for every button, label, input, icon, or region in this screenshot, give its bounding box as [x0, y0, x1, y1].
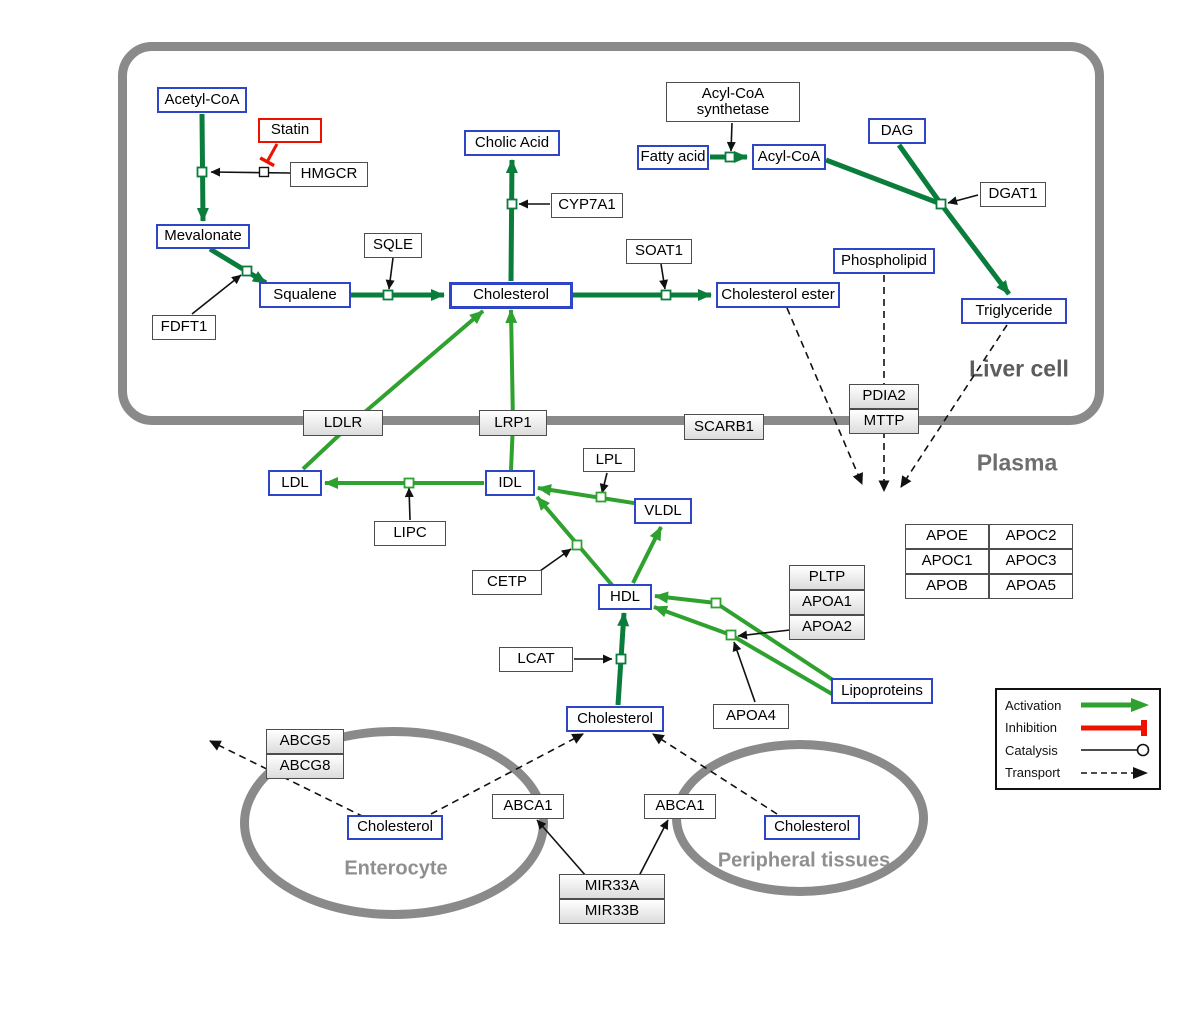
reaction-anchor — [595, 491, 607, 503]
node-apoc3[interactable]: APOC3 — [989, 548, 1073, 574]
liver-cell-label: Liver cell — [969, 355, 1069, 382]
edge-vldl-to-idl — [537, 484, 641, 506]
enterocyte-label: Enterocyte — [344, 857, 448, 880]
node-dgat1[interactable]: DGAT1 — [980, 181, 1046, 207]
node-abcg5[interactable]: ABCG5 — [266, 728, 344, 754]
edge-cholesterol-to-hdl — [615, 612, 630, 706]
legend-item-transport: Transport — [1005, 764, 1151, 782]
node-acyl-coa-synthetase[interactable]: Acyl-CoA synthetase — [666, 82, 800, 122]
legend-item-activation: Activation — [1005, 696, 1151, 714]
reaction-anchor — [615, 653, 627, 665]
reaction-anchor — [710, 597, 722, 609]
node-abca1-peripheral[interactable]: ABCA1 — [644, 793, 716, 819]
edge-lipc-catalysis — [404, 487, 414, 521]
node-soat1[interactable]: SOAT1 — [626, 238, 692, 264]
node-apoc2[interactable]: APOC2 — [989, 523, 1073, 549]
node-apob[interactable]: APOB — [905, 573, 989, 599]
node-apoa5[interactable]: APOA5 — [989, 573, 1073, 599]
node-apoa2[interactable]: APOA2 — [789, 614, 865, 640]
node-cetp[interactable]: CETP — [472, 569, 542, 595]
node-pdia2[interactable]: PDIA2 — [849, 383, 919, 409]
peripheral-tissues-label: Peripheral tissues — [717, 849, 891, 872]
node-dag[interactable]: DAG — [868, 118, 926, 144]
node-fatty-acid[interactable]: Fatty acid — [637, 144, 709, 170]
node-lipoproteins[interactable]: Lipoproteins — [831, 678, 933, 704]
liver-cell-compartment — [118, 42, 1104, 425]
activation-arrow-icon — [1081, 698, 1149, 713]
node-idl[interactable]: IDL — [485, 470, 535, 496]
reaction-anchor — [725, 629, 737, 641]
node-cholesterol-enterocyte[interactable]: Cholesterol — [347, 814, 443, 840]
node-cholesterol-peripheral[interactable]: Cholesterol — [764, 814, 860, 840]
node-lrp1[interactable]: LRP1 — [479, 410, 547, 436]
legend-transport-label: Transport — [1005, 765, 1061, 781]
edge-cetp-catalysis — [539, 548, 572, 572]
node-apoc1[interactable]: APOC1 — [905, 548, 989, 574]
edge-apoa-stack-catalysis — [737, 629, 791, 640]
node-abca1-enterocyte[interactable]: ABCA1 — [492, 793, 564, 819]
node-cholesterol-plasma[interactable]: Cholesterol — [566, 706, 664, 732]
node-acyl-coa[interactable]: Acyl-CoA — [752, 144, 826, 170]
legend-item-catalysis: Catalysis — [1005, 741, 1151, 759]
edge-hdl-to-idl — [535, 495, 614, 587]
legend-inhibition-label: Inhibition — [1005, 720, 1058, 736]
node-lpl[interactable]: LPL — [583, 448, 635, 472]
node-ldlr[interactable]: LDLR — [303, 410, 383, 436]
transport-dashed-arrow-icon — [1081, 766, 1148, 779]
legend-activation-label: Activation — [1005, 697, 1062, 713]
reaction-anchor — [571, 539, 583, 551]
node-squalene[interactable]: Squalene — [259, 282, 351, 308]
node-sqle[interactable]: SQLE — [364, 232, 422, 258]
node-abcg8[interactable]: ABCG8 — [266, 753, 344, 779]
catalysis-line-icon — [1081, 743, 1150, 757]
legend-item-inhibition: Inhibition — [1005, 719, 1151, 737]
edge-apoa4-catalysis — [732, 641, 756, 703]
node-lcat[interactable]: LCAT — [499, 646, 573, 672]
node-cyp7a1[interactable]: CYP7A1 — [551, 192, 623, 218]
node-apoe[interactable]: APOE — [905, 523, 989, 549]
reaction-anchor — [403, 477, 415, 489]
node-vldl[interactable]: VLDL — [634, 498, 692, 524]
inhibition-tbar-icon — [1081, 719, 1147, 736]
node-fdft1[interactable]: FDFT1 — [152, 314, 216, 340]
edge-mir33-to-abca1-right — [638, 819, 669, 877]
node-phospholipid[interactable]: Phospholipid — [833, 248, 935, 274]
node-scarb1[interactable]: SCARB1 — [684, 414, 764, 440]
node-ldl[interactable]: LDL — [268, 470, 322, 496]
node-lipc[interactable]: LIPC — [374, 520, 446, 546]
node-pltp[interactable]: PLTP — [789, 564, 865, 590]
node-mevalonate[interactable]: Mevalonate — [156, 223, 250, 249]
node-mir33a[interactable]: MIR33A — [559, 873, 665, 899]
plasma-label: Plasma — [976, 449, 1058, 476]
legend: Activation Inhibition Catalysis Transpor… — [995, 688, 1161, 790]
edge-hdl-to-vldl — [631, 526, 663, 584]
node-hdl[interactable]: HDL — [598, 584, 652, 610]
node-mttp[interactable]: MTTP — [849, 408, 919, 434]
node-cholic-acid[interactable]: Cholic Acid — [464, 130, 560, 156]
node-mir33b[interactable]: MIR33B — [559, 898, 665, 924]
edge-lpl-catalysis — [599, 472, 609, 494]
legend-catalysis-label: Catalysis — [1005, 742, 1058, 758]
node-acetyl-coa[interactable]: Acetyl-CoA — [157, 87, 247, 113]
node-apoa4[interactable]: APOA4 — [713, 703, 789, 729]
node-cholesterol-ester[interactable]: Cholesterol ester — [716, 282, 840, 308]
node-statin[interactable]: Statin — [258, 117, 322, 143]
node-apoa1[interactable]: APOA1 — [789, 589, 865, 615]
node-cholesterol-liver[interactable]: Cholesterol — [449, 281, 573, 309]
node-hmgcr[interactable]: HMGCR — [290, 161, 368, 187]
node-triglyceride[interactable]: Triglyceride — [961, 298, 1067, 324]
